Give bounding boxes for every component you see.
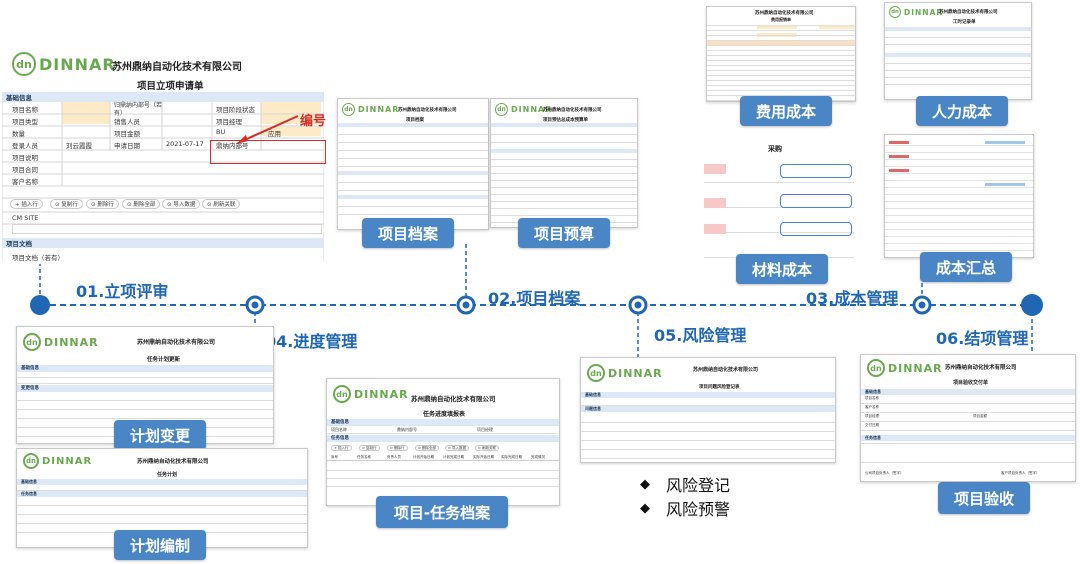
tag-project-budget: 项目预算: [518, 218, 610, 248]
tag-cost-summary: 成本汇总: [920, 252, 1012, 282]
risk-bullets: ◆风险登记 ◆风险预警: [640, 472, 730, 520]
field-extra: 应用: [268, 130, 281, 138]
stage-label-02: 02.项目档案: [488, 289, 581, 308]
field-internal-no: 归鼎纳内部号（若有）: [114, 102, 163, 117]
callout-box: [210, 140, 326, 164]
stage-label-01: 01.立项评审: [76, 282, 169, 301]
node-01: [30, 295, 50, 315]
field-internal-no2: 鼎纳内部号: [216, 142, 249, 150]
node-06: [1021, 294, 1043, 316]
form-title: 项目立项申请单: [137, 81, 204, 92]
field-apply-date-val: 2021-07-17: [166, 140, 204, 148]
section-doc: 项目文档: [2, 238, 324, 248]
field-stage-status: 项目阶段状态: [216, 106, 255, 114]
insert-row-button[interactable]: + 插入行: [10, 199, 43, 209]
copy-row-button[interactable]: ⊙ 复制行: [50, 199, 83, 209]
field-bu: BU: [216, 128, 226, 136]
field-desc: 项目说明: [12, 154, 38, 162]
field-customer: 客户名称: [12, 178, 38, 186]
field-qty: 数量: [12, 130, 25, 138]
stage-label-03: 03.成本管理: [806, 289, 899, 308]
field-manager: 项目经理: [216, 118, 242, 126]
field-register: 登录人员: [12, 142, 38, 150]
bullet-risk-register: 风险登记: [666, 476, 731, 495]
bullet-risk-warning: 风险预警: [666, 500, 731, 519]
field-doc: 项目文档（若有）: [12, 254, 64, 262]
tag-material-cost: 材料成本: [736, 254, 828, 284]
cost-summary-doc: [884, 134, 1034, 258]
tag-expense-cost: 费用成本: [740, 96, 832, 126]
field-site: CM SITE: [12, 214, 39, 222]
tag-labor-cost: 人力成本: [916, 96, 1008, 126]
refresh-link-button[interactable]: ⊙ 刷新关联: [202, 199, 241, 209]
callout-label: 编号: [300, 114, 327, 129]
stage-label-05: 05.风险管理: [654, 326, 747, 345]
tag-plan-change: 计划变更: [114, 420, 206, 450]
section-basic: 基础信息: [2, 92, 324, 102]
project-application-form: dn DINNAR 苏州鼎纳自动化技术有限公司 项目立项申请单 基础信息 项目名…: [2, 42, 324, 264]
field-register-val: 刘云霞霞: [66, 142, 92, 150]
tag-task-file: 项目-任务档案: [376, 496, 508, 528]
delete-row-button[interactable]: ⊙ 删除行: [86, 199, 119, 209]
field-type: 项目类型: [12, 118, 38, 126]
logo-mark: dn: [12, 52, 36, 76]
stage-label-04: 04.进度管理: [265, 332, 358, 351]
import-data-button[interactable]: ⊙ 导入数据: [162, 199, 201, 209]
logo-word: DINNAR: [39, 54, 116, 74]
callout-arrow: [236, 115, 299, 144]
tag-plan-compile: 计划编制: [114, 530, 206, 560]
company-name: 苏州鼎纳自动化技术有限公司: [112, 62, 242, 73]
material-doc: 采购: [704, 136, 854, 260]
dinnar-logo: dn DINNAR: [12, 52, 116, 76]
field-amount: 项目金额: [114, 130, 140, 138]
field-apply-date: 申请日期: [114, 142, 140, 150]
delete-all-button[interactable]: ⊙ 删除全部: [122, 199, 161, 209]
field-sales: 销售人员: [114, 118, 140, 126]
field-contract: 项目合同: [12, 166, 38, 174]
stage-label-06: 06.结项管理: [936, 329, 1029, 348]
field-name: 项目名称: [12, 106, 38, 114]
tag-project-file: 项目档案: [362, 218, 454, 248]
expense-doc: 苏州鼎纳自动化技术有限公司 费用报销单: [706, 6, 856, 102]
tag-project-acceptance: 项目验收: [938, 482, 1030, 514]
